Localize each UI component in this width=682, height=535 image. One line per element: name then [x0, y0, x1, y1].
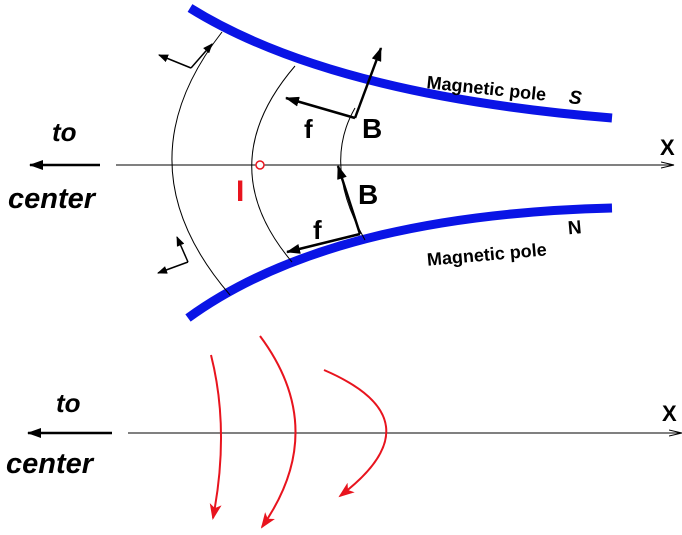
- lower-pole-label: Magnetic pole: [426, 239, 547, 269]
- top-panel: to center X I f B B f Magnetic pole S Ma…: [8, 4, 675, 322]
- lower-magnetic-pole: [185, 203, 613, 322]
- upper-magnetic-pole: [187, 4, 613, 123]
- lower-pole-letter: N: [567, 217, 583, 239]
- lower-force-label: f: [313, 215, 322, 245]
- center-label-bottom: center: [6, 448, 95, 480]
- lower-force-vector: [286, 232, 361, 254]
- upper-force-label: f: [304, 114, 313, 144]
- center-label-top: center: [8, 183, 97, 215]
- upper-field-vector: [353, 47, 383, 119]
- current-marker: [255, 160, 265, 170]
- normal-arrow-3: [157, 261, 189, 274]
- x-axis-label-top: X: [660, 135, 675, 160]
- to-label-top: to: [52, 117, 77, 147]
- lower-field-vector: [336, 165, 362, 235]
- trajectory-arrow-2: [259, 335, 297, 529]
- x-axis-label-bottom: X: [662, 401, 677, 426]
- to-label-bottom: to: [56, 388, 81, 418]
- upper-field-label: B: [362, 113, 382, 144]
- upper-force-vector: [285, 96, 356, 120]
- bottom-panel: to center X: [6, 335, 682, 529]
- field-arc-middle: [251, 65, 296, 263]
- field-arc-outer: [171, 31, 231, 296]
- normal-arrow-2: [158, 54, 192, 69]
- current-label: I: [236, 175, 244, 208]
- lower-field-label: B: [358, 179, 378, 210]
- normal-arrow-4: [176, 236, 189, 263]
- normal-arrow-1: [190, 43, 213, 69]
- upper-pole-letter: S: [568, 87, 583, 109]
- trajectory-arrow-3: [323, 369, 388, 498]
- trajectory-arrow-1: [209, 354, 223, 520]
